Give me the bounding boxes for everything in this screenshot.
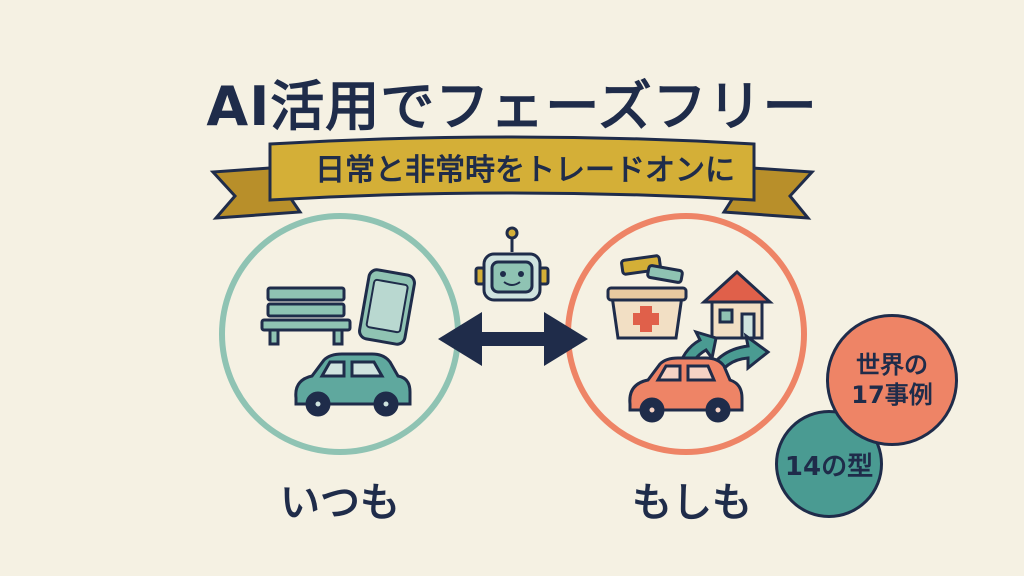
cases-badge-line1: 世界の	[856, 351, 928, 379]
cases-badge: 世界の 17事例	[826, 314, 958, 446]
ribbon-subtitle: 日常と非常時をトレードオンに	[315, 153, 735, 188]
emergency-label: もしも	[632, 480, 752, 526]
cases-badge-line2: 17事例	[851, 381, 933, 409]
first-aid-kit-icon	[606, 254, 688, 340]
gold-ribbon-banner	[209, 135, 816, 220]
smartphone-icon	[358, 268, 416, 346]
robot-icon	[474, 226, 550, 302]
car-icon	[294, 352, 412, 417]
emergency-car-icon	[628, 356, 744, 423]
house-icon	[700, 269, 774, 340]
patterns-badge-text: 14の型	[784, 451, 874, 482]
everyday-label: いつも	[280, 480, 400, 526]
main-title: AI活用でフェーズフリー	[206, 75, 818, 138]
emergency-circle	[565, 213, 807, 455]
bench-icon	[260, 286, 352, 346]
double-arrow-icon	[438, 312, 588, 366]
